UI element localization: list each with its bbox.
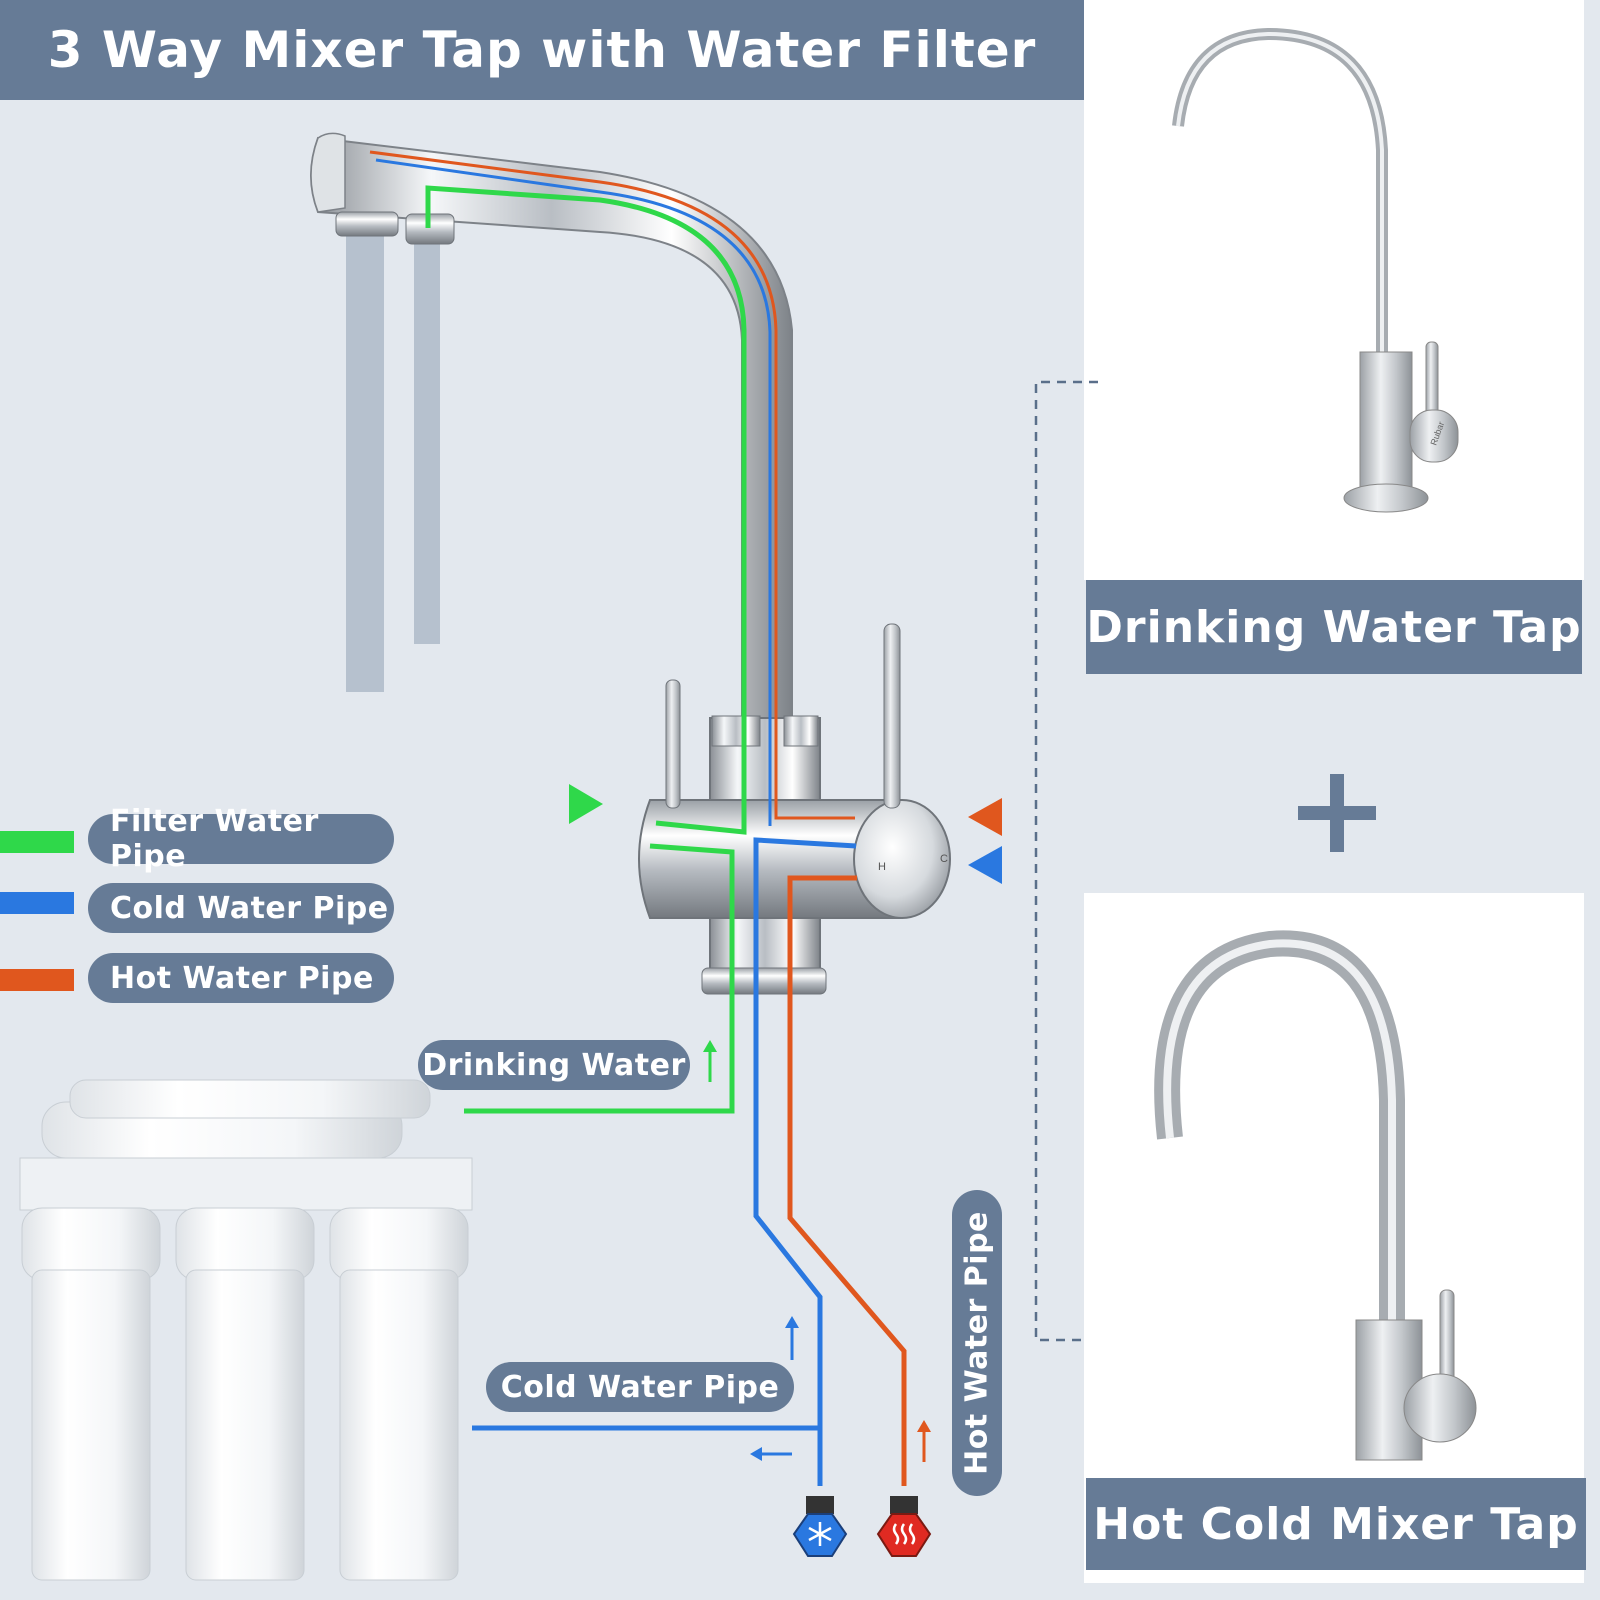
pipe-routes: [369, 150, 931, 1486]
cold-water-up-arrow: [785, 1316, 799, 1360]
drinking-tap-base: [1343, 483, 1429, 513]
mixed-water-stream: [346, 232, 384, 692]
lever-collar-right: [783, 715, 819, 747]
cold-water-pipe-label: Cold Water Pipe: [486, 1362, 794, 1412]
filter-bracket: [19, 1157, 473, 1211]
legend-label-filter: Filter Water Pipe: [88, 804, 394, 874]
hot-water-pipe-label: Hot Water Pipe: [952, 1190, 1002, 1496]
drinking-water-arrow: [703, 1040, 717, 1082]
water-streams: [346, 232, 440, 692]
lever-collar-left: [711, 715, 761, 747]
legend-label-hot: Hot Water Pipe: [88, 953, 394, 1003]
drinking-tap-caption: Drinking Water Tap: [1086, 601, 1582, 653]
drinking-tap-gooseneck: [1172, 27, 1388, 358]
legend-swatch-cold: [0, 892, 74, 914]
plus-icon: [1298, 774, 1376, 852]
spout-cold-path: [375, 158, 772, 826]
hot-mark: H: [878, 861, 886, 873]
mixer-tap-caption-banner: Hot Cold Mixer Tap: [1086, 1478, 1586, 1570]
hot-water-route: [787, 875, 907, 1486]
cold-valve: [792, 1496, 848, 1557]
spout-top-face: [310, 132, 346, 213]
page-title: 3 Way Mixer Tap with Water Filter: [47, 21, 1037, 79]
drinking-tap-lever: [1425, 341, 1439, 419]
filter-inlet-marker: [569, 784, 603, 824]
filter-water-route: [425, 185, 747, 835]
legend-label-cold: Cold Water Pipe: [88, 883, 394, 933]
hot-cold-handle-knob: [853, 799, 951, 919]
mixer-lever: [883, 623, 901, 809]
drinking-tap-handle-hub: [1409, 409, 1459, 463]
cold-water-left-arrow: [750, 1447, 792, 1461]
cold-mark: C: [940, 853, 948, 865]
mixer-tap-panel: [1084, 893, 1584, 1583]
mixer-tap-lever: [1439, 1289, 1455, 1383]
mixed-aerator: [335, 211, 399, 237]
cold-inlet-marker: [968, 846, 1002, 884]
hot-cold-mixer-tap-image: [1154, 930, 1477, 1461]
cold-water-route: [753, 837, 857, 1486]
legend-swatch-hot: [0, 969, 74, 991]
drinking-water-text: Drinking Water: [422, 1047, 686, 1083]
legend-text-hot: Hot Water Pipe: [110, 960, 374, 996]
heat-icon: [892, 1523, 916, 1545]
title-banner: 3 Way Mixer Tap with Water Filter: [0, 0, 1084, 100]
hot-valve: [876, 1496, 932, 1557]
legend-text-filter: Filter Water Pipe: [110, 804, 319, 874]
drinking-tap-caption-banner: Drinking Water Tap: [1086, 580, 1582, 674]
drinking-tap-body: [1359, 351, 1413, 493]
filter-membrane-top: [69, 1079, 431, 1119]
drinking-tap-panel: [1084, 0, 1584, 580]
mixer-tap-spout: [1154, 930, 1405, 1330]
snowflake-icon: [808, 1522, 832, 1546]
legend-swatch-filter: [0, 831, 74, 853]
mixer-tap-handle-hub: [1403, 1373, 1477, 1443]
filter-lever: [665, 679, 681, 809]
legend-text-cold: Cold Water Pipe: [110, 890, 389, 926]
hot-water-up-arrow: [917, 1420, 931, 1462]
hot-water-pipe-text: Hot Water Pipe: [959, 1211, 995, 1475]
filter-water-supply: [464, 843, 735, 1114]
filtered-water-stream: [414, 240, 440, 644]
cold-water-pipe-text: Cold Water Pipe: [500, 1369, 780, 1405]
dashed-connector: [1034, 380, 1098, 1342]
spout-hot-path: [369, 150, 855, 820]
hot-inlet-marker: [968, 798, 1002, 836]
three-way-mixer-tap: H C: [310, 132, 951, 995]
tap-base: [701, 967, 827, 995]
drinking-water-tap-image: Rubar: [1172, 27, 1459, 513]
mixer-tap-caption: Hot Cold Mixer Tap: [1093, 1498, 1579, 1550]
water-filter-unit: [19, 1079, 473, 1581]
drinking-water-label: Drinking Water: [418, 1040, 690, 1090]
filter-cartridges: [21, 1207, 469, 1581]
